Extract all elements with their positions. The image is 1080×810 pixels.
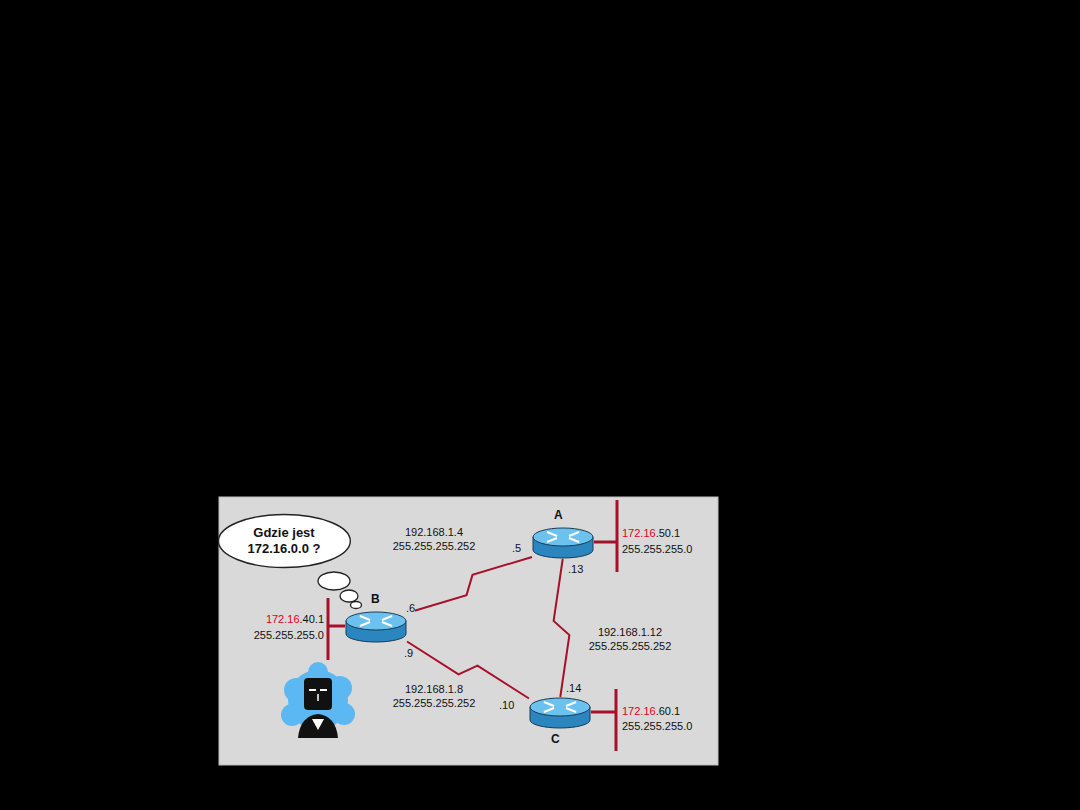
interface-number: .9 xyxy=(404,647,413,660)
address-label: .5 xyxy=(512,542,521,555)
address-label: .6 xyxy=(406,602,415,615)
address-text: 255.255.255.0 xyxy=(254,629,324,642)
lan-segments xyxy=(328,500,617,751)
address-label: .10 xyxy=(499,699,514,712)
interface-number: .5 xyxy=(512,542,521,555)
serial-link xyxy=(554,559,570,697)
address-label: .14 xyxy=(566,682,581,695)
address-label: 172.16.60.1 xyxy=(622,705,680,718)
address-text: .50.1 xyxy=(656,527,680,540)
panel xyxy=(219,497,718,765)
serial-link xyxy=(407,557,532,613)
router-icon xyxy=(529,697,591,729)
interface-number: .14 xyxy=(566,682,581,695)
address-text: .60.1 xyxy=(656,705,680,718)
router: C xyxy=(529,697,591,729)
address-text: 255.255.255.0 xyxy=(622,543,692,556)
interface-number: .10 xyxy=(499,699,514,712)
network-prefix: 172.16 xyxy=(622,527,656,540)
interface-number: .6 xyxy=(406,602,415,615)
address-text: .40.1 xyxy=(300,613,324,626)
address-text: 255.255.255.0 xyxy=(622,720,692,733)
interface-number: .13 xyxy=(568,563,583,576)
router-name: A xyxy=(554,509,563,522)
address-label: .13 xyxy=(568,563,583,576)
address-label: 255.255.255.0 xyxy=(622,543,692,556)
router: A xyxy=(532,527,594,559)
bubble-text: Gdzie jest 172.16.0.0 ? xyxy=(236,525,332,557)
subnet-label: 192.168.1.4 255.255.255.252 xyxy=(382,525,486,553)
address-label: .9 xyxy=(404,647,413,660)
subnet-label: 192.168.1.12 255.255.255.252 xyxy=(578,625,682,653)
thought-dots xyxy=(318,572,362,609)
router-name: B xyxy=(371,593,380,606)
address-label: 172.16.50.1 xyxy=(622,527,680,540)
address-label: 255.255.255.0 xyxy=(622,720,692,733)
router-name: C xyxy=(551,733,560,746)
address-label: 172.16.40.1 xyxy=(266,613,324,626)
thought-bubble: Gdzie jest 172.16.0.0 ? xyxy=(217,513,352,569)
user-icon xyxy=(281,662,355,738)
router-icon xyxy=(345,611,407,643)
network-prefix: 172.16 xyxy=(266,613,300,626)
subnet-label: 192.168.1.8 255.255.255.252 xyxy=(382,682,486,710)
router: B xyxy=(345,611,407,643)
router-icon xyxy=(532,527,594,559)
network-prefix: 172.16 xyxy=(622,705,656,718)
address-label: 255.255.255.0 xyxy=(254,629,324,642)
